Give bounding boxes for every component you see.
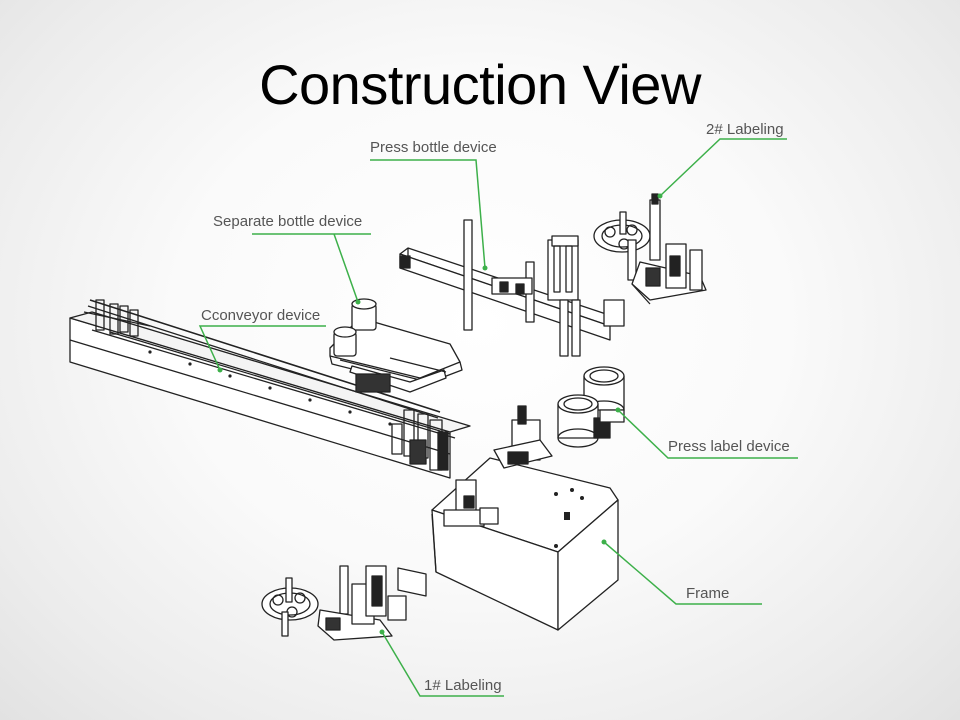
conveyor-device (69, 299, 471, 479)
leader-conveyor (198, 325, 326, 371)
slide-title: Construction View (259, 53, 701, 116)
leader-separate-bottle (252, 233, 371, 303)
separate-bottle-device (329, 298, 463, 393)
labeling-1-unit (261, 565, 427, 641)
leader-lines (198, 138, 798, 697)
label-labeling-1: 1# Labeling (424, 677, 502, 694)
frame-unit (431, 405, 619, 631)
label-press-bottle: Press bottle device (370, 139, 497, 156)
label-frame: Frame (686, 585, 730, 602)
press-label-device (557, 366, 625, 448)
leader-press-bottle (370, 159, 486, 269)
leader-labeling-1 (381, 631, 504, 697)
labeling-2-unit (593, 193, 707, 305)
leader-frame (603, 541, 762, 605)
label-labeling-2: 2# Labeling (706, 121, 784, 138)
label-conveyor: Cconveyor device (201, 307, 321, 324)
leader-labeling-2 (659, 138, 787, 197)
leader-press-label (617, 409, 798, 459)
label-press-label: Press label device (668, 438, 790, 455)
label-separate-bottle: Separate bottle device (213, 213, 363, 230)
press-bottle-device (399, 219, 625, 357)
